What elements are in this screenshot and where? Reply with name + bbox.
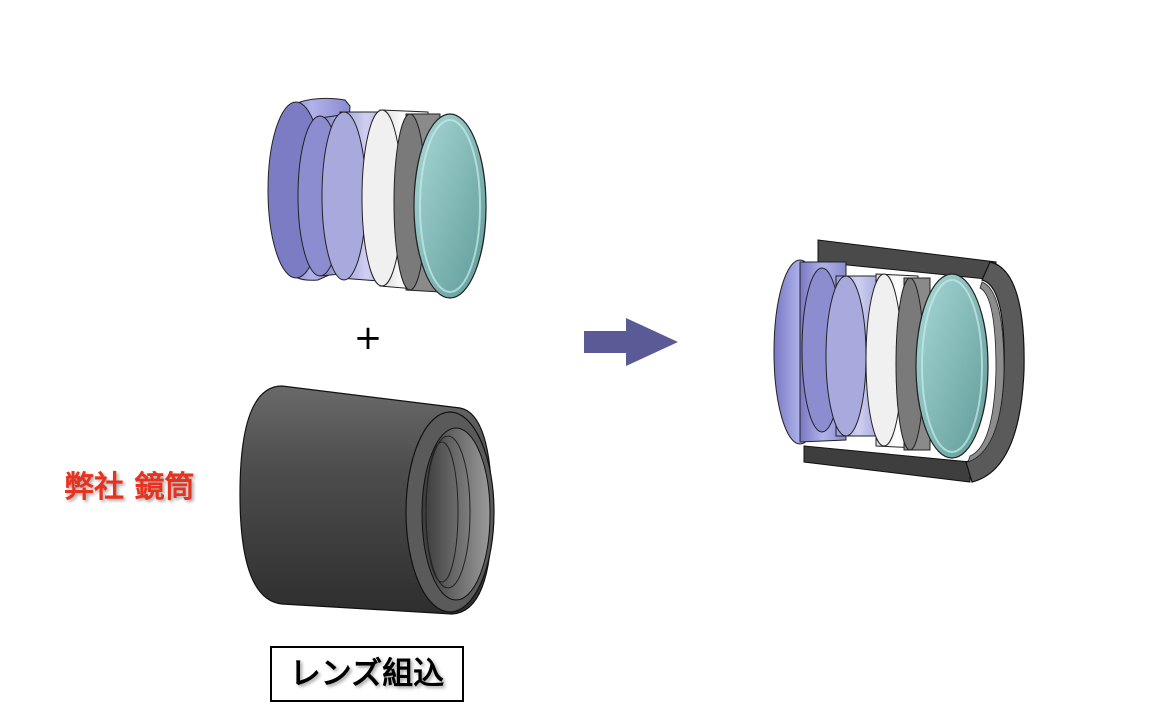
assembled-lens-barrel-icon — [773, 239, 1025, 483]
barrel-label: 弊社 鏡筒 — [64, 470, 195, 505]
lens-group-icon — [267, 97, 487, 299]
assembly-label: レンズ組込 — [270, 646, 464, 702]
plus-sign: + — [353, 318, 383, 358]
right-arrow-icon — [584, 318, 678, 366]
lens-barrel-icon — [239, 385, 495, 615]
lens-element-teal — [413, 113, 487, 299]
barrel-inner-bore — [421, 427, 491, 601]
assembled-barrel-bottom-wall — [803, 445, 971, 483]
assembled-lens-teal — [915, 273, 989, 459]
assembled-barrel-rim — [965, 261, 1025, 483]
